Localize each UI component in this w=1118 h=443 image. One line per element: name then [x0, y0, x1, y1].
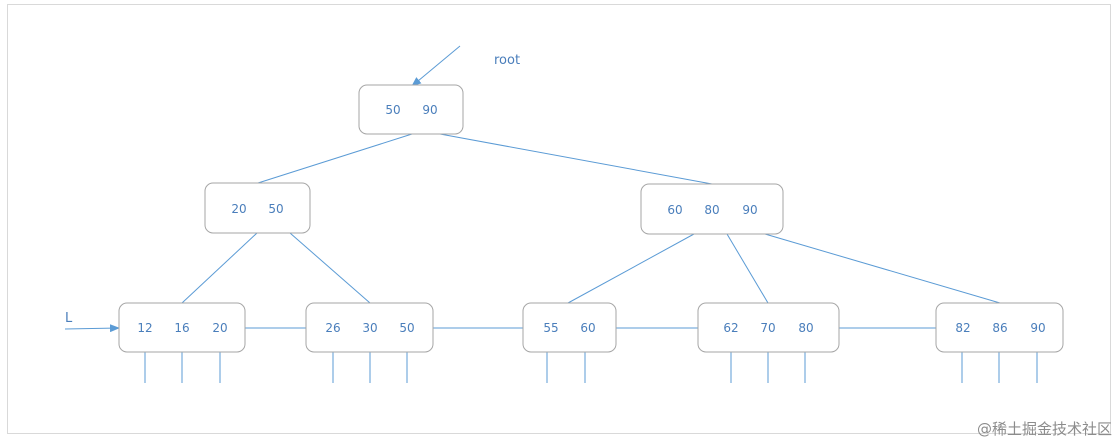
edge-root-inner-left — [257, 133, 413, 184]
edge-inner-left-leaf-1 — [181, 232, 258, 304]
node-key: 80 — [704, 203, 719, 217]
node-key: 90 — [1030, 321, 1045, 335]
node-key: 82 — [955, 321, 970, 335]
node-key: 50 — [399, 321, 414, 335]
node-key: 55 — [543, 321, 558, 335]
inner-node-right: 60 80 90 — [640, 183, 784, 235]
leaf-list-pointer-arrow — [64, 324, 120, 333]
node-key: 20 — [212, 321, 227, 335]
edge-inner-right-leaf-4 — [726, 233, 769, 304]
node-key: 60 — [667, 203, 682, 217]
leaf-node-1: 12 16 20 — [118, 302, 246, 353]
node-key: 30 — [362, 321, 377, 335]
node-key: 80 — [798, 321, 813, 335]
leaf-node-2: 26 30 50 — [305, 302, 434, 353]
leaf-data-pointers — [144, 352, 1038, 383]
node-key: 62 — [723, 321, 738, 335]
leaf-node-3: 55 60 — [522, 302, 617, 353]
node-key: 12 — [137, 321, 152, 335]
diagram-frame — [7, 4, 1111, 434]
root-label: root — [494, 53, 520, 68]
node-key: 90 — [422, 103, 437, 117]
edge-inner-right-leaf-5 — [764, 233, 1001, 304]
node-key: 90 — [742, 203, 757, 217]
node-key: 50 — [268, 202, 283, 216]
edge-inner-right-leaf-3 — [567, 233, 695, 304]
root-pointer-arrow — [411, 45, 461, 87]
node-key: 26 — [325, 321, 340, 335]
leaf-node-5: 82 86 90 — [935, 302, 1064, 353]
node-key: 60 — [580, 321, 595, 335]
edge-inner-left-leaf-2 — [289, 232, 371, 304]
node-key: 16 — [174, 321, 189, 335]
root-node: 50 90 — [358, 84, 464, 135]
node-key: 20 — [231, 202, 246, 216]
node-key: 86 — [992, 321, 1007, 335]
node-key: 50 — [385, 103, 400, 117]
inner-node-left: 20 50 — [204, 182, 311, 234]
edge-root-inner-right — [439, 133, 713, 185]
watermark-text: @稀土掘金技术社区 — [976, 420, 1112, 438]
leaf-node-4: 62 70 80 — [697, 302, 840, 353]
leaf-list-label: L — [65, 311, 73, 326]
node-key: 70 — [760, 321, 775, 335]
